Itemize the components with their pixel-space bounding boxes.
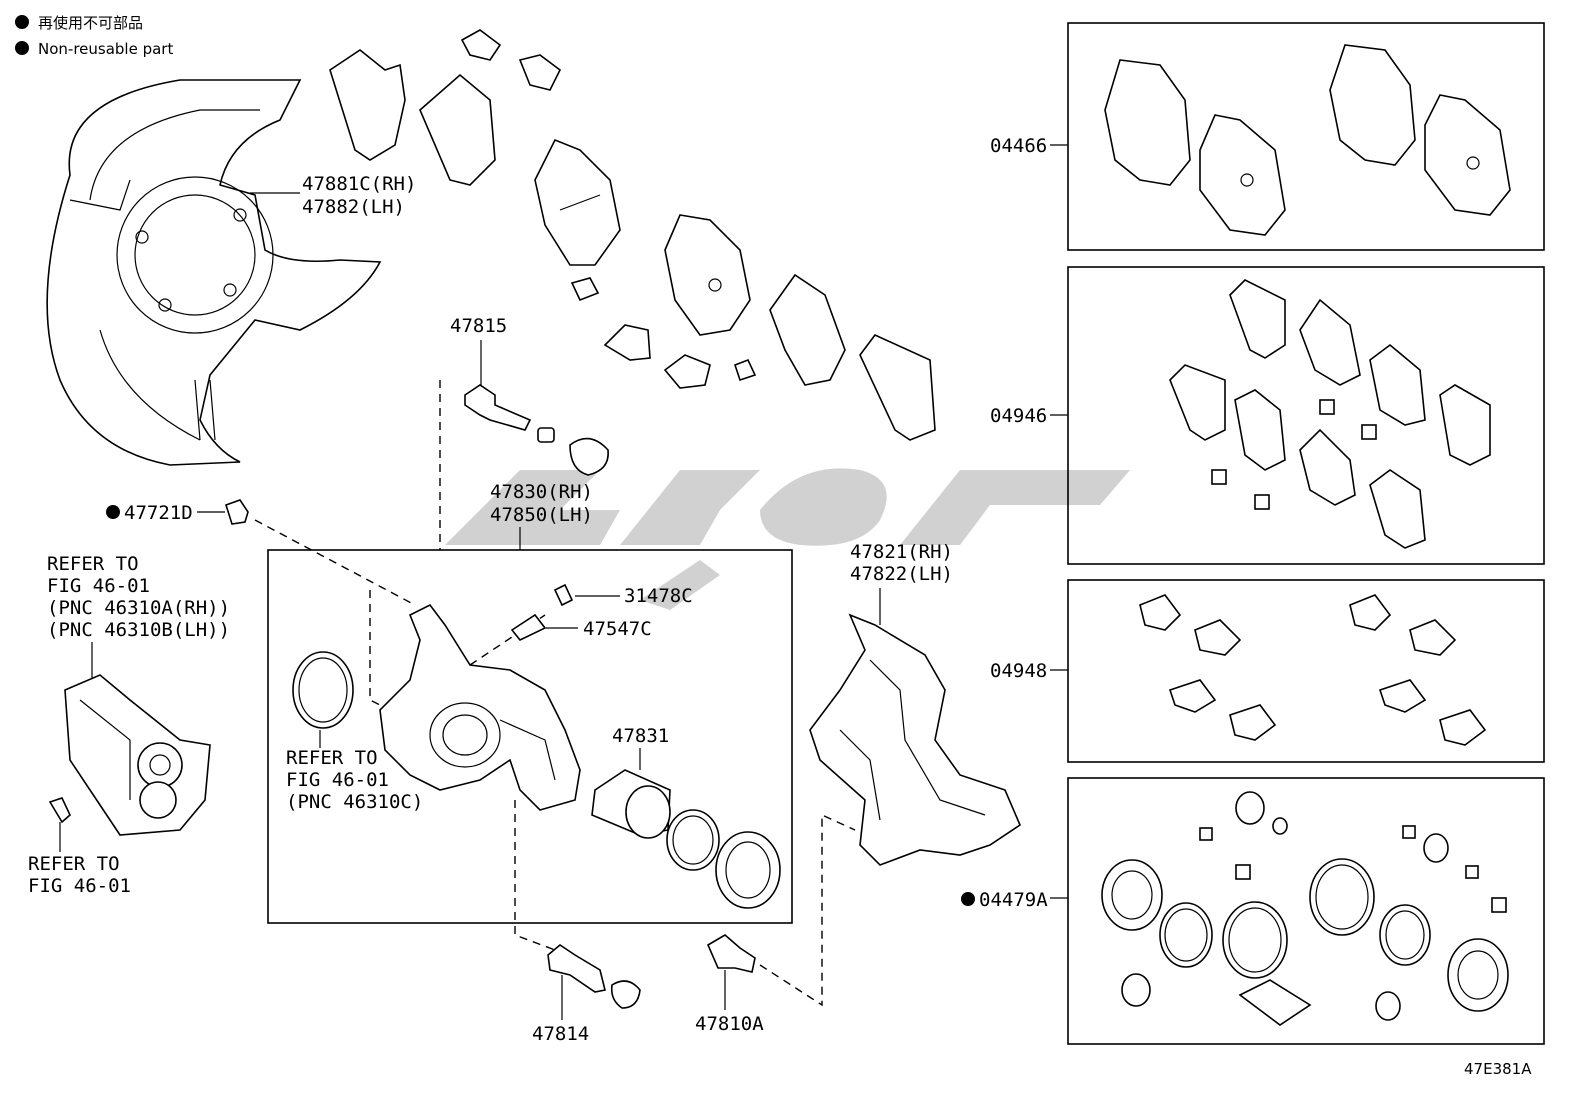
label-47830: 47830(RH): [490, 481, 593, 503]
piston-47831: [591, 769, 671, 839]
guide-pin-47814: [547, 944, 641, 1009]
parking-brake-motor: [48, 674, 211, 836]
cap-31478c: [553, 583, 574, 607]
label-47815: 47815: [450, 315, 507, 337]
seal-ring: [292, 651, 354, 729]
label-47822: 47822(LH): [850, 563, 953, 585]
label-31478c: 31478C: [624, 585, 693, 607]
mounting-bracket: [809, 613, 1021, 866]
label-04948: 04948: [990, 660, 1047, 682]
caliper-body: [379, 603, 581, 811]
label-47882: 47882(LH): [302, 196, 405, 218]
legend-en: Non-reusable part: [38, 40, 173, 58]
kit-box-04479a: [1067, 777, 1545, 1045]
non-reusable-bullet-icon: [15, 15, 29, 29]
bleeder-47721d: [225, 499, 249, 525]
piston-seal: [666, 809, 720, 871]
non-reusable-bullet-icon: [106, 505, 120, 519]
label-04479a: 04479A: [979, 889, 1048, 911]
refer-bolt-line2: FIG 46-01: [28, 875, 131, 897]
non-reusable-bullet-icon: [961, 892, 975, 906]
bleeder-47547c: [510, 613, 547, 641]
label-04946: 04946: [990, 405, 1047, 427]
label-47810a: 47810A: [695, 1013, 764, 1035]
pad-kit-04466: [1104, 44, 1511, 236]
watermark-logo: [445, 468, 1130, 610]
label-47814: 47814: [532, 1023, 589, 1045]
refer-motor-line4: (PNC 46310B(LH)): [47, 619, 230, 641]
refer-motor-line2: FIG 46-01: [47, 575, 150, 597]
non-reusable-bullet-icon: [15, 41, 29, 55]
refer-motor-line3: (PNC 46310A(RH)): [47, 597, 230, 619]
refer-ring-line2: FIG 46-01: [286, 769, 389, 791]
label-04466: 04466: [990, 135, 1047, 157]
caliper-assembly-box: [267, 549, 793, 924]
bolt-47810a: [706, 934, 756, 973]
dust-cover-part: [46, 79, 382, 466]
seal-kit-04479a: [1101, 791, 1509, 1026]
kit-box-04466: [1067, 22, 1545, 251]
legend-jp: 再使用不可部品: [38, 14, 143, 32]
refer-motor-line1: REFER TO: [47, 553, 139, 575]
refer-ring-line3: (PNC 46310C): [286, 791, 423, 813]
label-47881c: 47881C(RH): [302, 173, 416, 195]
shim-kit-04946: [1169, 279, 1491, 549]
refer-ring-line1: REFER TO: [286, 747, 378, 769]
clip-kit-04948: [1139, 594, 1487, 746]
guide-pin-bolt-47815: [464, 384, 609, 476]
label-47831: 47831: [612, 725, 669, 747]
refer-bolt-line1: REFER TO: [28, 853, 120, 875]
kit-box-04948: [1067, 579, 1545, 763]
brake-pads-group: [329, 29, 936, 441]
label-47850: 47850(LH): [490, 504, 593, 526]
label-47721d: 47721D: [124, 502, 193, 524]
label-47547c: 47547C: [583, 618, 652, 640]
figure-code: 47E381A: [1464, 1060, 1532, 1078]
legend: 再使用不可部品 Non-reusable part: [15, 14, 173, 58]
label-47821: 47821(RH): [850, 541, 953, 563]
